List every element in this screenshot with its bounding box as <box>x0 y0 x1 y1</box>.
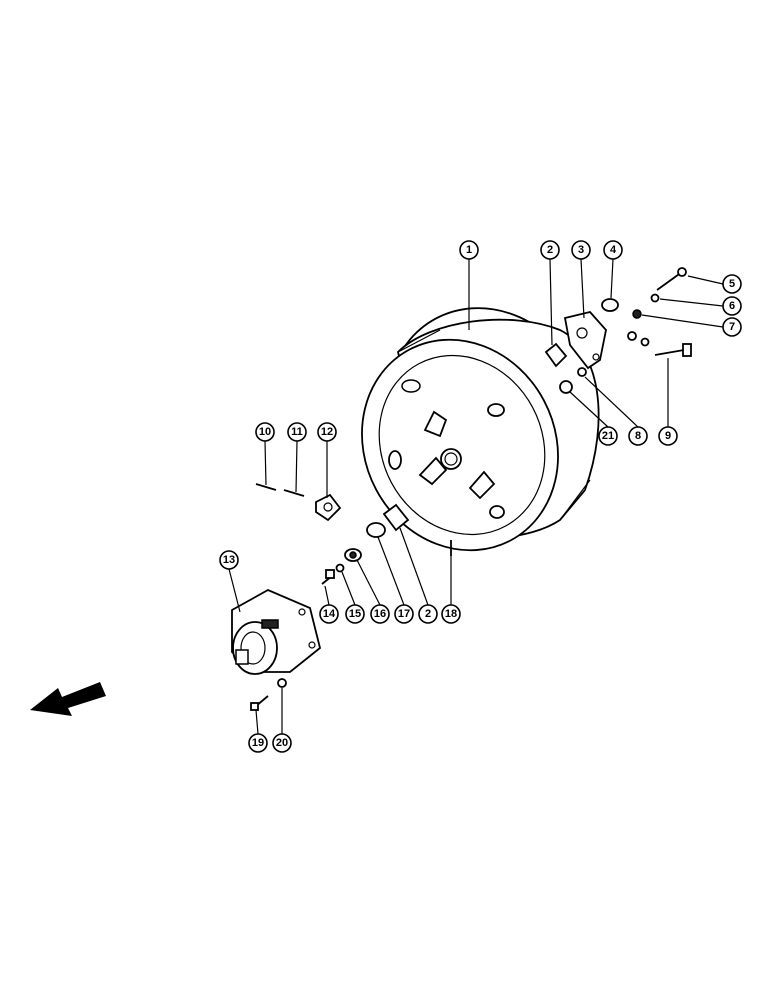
svg-text:4: 4 <box>610 244 617 256</box>
callout-17: 17 <box>394 604 414 624</box>
svg-text:5: 5 <box>729 278 735 290</box>
callout-19: 19 <box>248 733 268 753</box>
svg-text:14: 14 <box>323 608 336 620</box>
callout-9: 9 <box>658 426 678 446</box>
callout-11: 11 <box>287 422 307 442</box>
callout-20: 20 <box>272 733 292 753</box>
callout-18: 18 <box>441 604 461 624</box>
motor-mount-hardware <box>250 678 287 711</box>
svg-text:15: 15 <box>349 608 361 620</box>
svg-text:16: 16 <box>374 608 386 620</box>
hardware-left <box>255 483 452 585</box>
callout-3: 3 <box>571 240 591 260</box>
direction-arrow-icon <box>30 682 106 716</box>
callout-4: 4 <box>603 240 623 260</box>
svg-text:3: 3 <box>578 244 584 256</box>
svg-text:6: 6 <box>729 300 735 312</box>
svg-text:2: 2 <box>547 244 553 256</box>
svg-text:17: 17 <box>398 608 410 620</box>
callout-7: 7 <box>722 317 742 337</box>
hardware-right <box>544 267 692 394</box>
callout-1: 1 <box>459 240 479 260</box>
svg-text:11: 11 <box>291 426 303 438</box>
svg-text:2: 2 <box>425 608 431 620</box>
callout-21: 21 <box>598 426 618 446</box>
callout-12: 12 <box>317 422 337 442</box>
svg-text:12: 12 <box>321 426 333 438</box>
wheel-drum <box>361 307 600 552</box>
hydraulic-motor <box>231 588 322 675</box>
callout-2: 2 <box>540 240 560 260</box>
svg-text:13: 13 <box>223 554 235 566</box>
callout-6: 6 <box>722 296 742 316</box>
callout-10: 10 <box>255 422 275 442</box>
callout-2-lower: 2 <box>418 604 438 624</box>
callout-14: 14 <box>319 604 339 624</box>
callout-13: 13 <box>219 550 239 570</box>
callout-15: 15 <box>345 604 365 624</box>
leader-lines <box>228 258 724 735</box>
svg-text:1: 1 <box>466 244 472 256</box>
svg-text:7: 7 <box>729 321 735 333</box>
svg-text:21: 21 <box>602 430 614 442</box>
svg-text:19: 19 <box>252 737 264 749</box>
svg-text:20: 20 <box>276 737 288 749</box>
callout-16: 16 <box>370 604 390 624</box>
svg-text:10: 10 <box>259 426 271 438</box>
svg-text:8: 8 <box>635 430 641 442</box>
callout-8: 8 <box>628 426 648 446</box>
svg-text:9: 9 <box>665 430 671 442</box>
callout-5: 5 <box>722 274 742 294</box>
svg-text:18: 18 <box>445 608 457 620</box>
